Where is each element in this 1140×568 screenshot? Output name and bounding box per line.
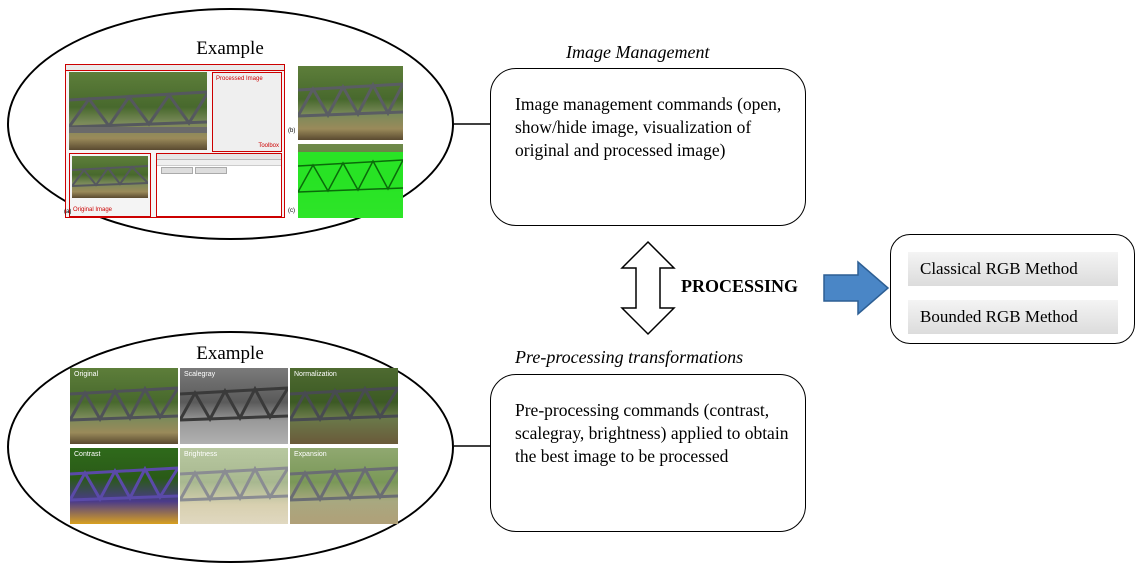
thumbnail-original-b	[298, 66, 403, 140]
grid-cell-expansion: Expansion	[290, 448, 398, 524]
grid-cell-normalization: Normalization	[290, 368, 398, 444]
image-management-title: Image Management	[566, 42, 710, 62]
top-example-label: Example	[196, 38, 264, 59]
thumbnail-highlighted-c	[298, 144, 403, 218]
cell-label-brightness: Brightness	[184, 451, 218, 458]
cell-label-expansion: Expansion	[294, 451, 327, 458]
grid-cell-original: Original	[70, 368, 178, 444]
grid-cell-scalegray: Scalegray	[180, 368, 288, 444]
panel-label-c: (c)	[288, 208, 295, 214]
right-arrow-icon	[823, 260, 890, 316]
image-management-text: Image management commands (open, show/hi…	[515, 94, 782, 160]
processing-label: PROCESSING	[681, 276, 799, 296]
top-example-ellipse	[7, 8, 454, 240]
cell-label-scalegray: Scalegray	[184, 371, 216, 378]
grid-cell-brightness: Brightness	[180, 448, 288, 524]
preprocessing-title: Pre-processing transformations	[515, 347, 744, 367]
preprocessing-text: Pre-processing commands (contrast, scale…	[515, 400, 789, 466]
methods-box: Classical RGB Method Bounded RGB Method	[890, 234, 1135, 344]
bottom-example-label: Example	[196, 343, 264, 364]
cell-label-normalization: Normalization	[294, 371, 337, 378]
double-arrow-icon	[620, 240, 676, 336]
gui-screenshot: Processed Image Toolbox Original Image	[65, 64, 285, 218]
bottom-example-ellipse	[7, 331, 454, 563]
cell-label-original: Original	[74, 371, 99, 378]
panel-label-a: (a)	[64, 209, 72, 215]
image-management-box: Image management commands (open, show/hi…	[490, 68, 806, 226]
bounded-rgb-method-button[interactable]: Bounded RGB Method	[908, 300, 1118, 334]
grid-cell-contrast: Contrast	[70, 448, 178, 524]
preprocessing-box: Pre-processing commands (contrast, scale…	[490, 374, 806, 532]
processed-image-tag: Processed Image	[216, 76, 263, 82]
toolbox-tag: Toolbox	[258, 143, 279, 149]
panel-label-b: (b)	[288, 128, 296, 134]
original-image-tag: Original Image	[73, 207, 113, 213]
cell-label-contrast: Contrast	[74, 451, 101, 458]
classical-rgb-method-button[interactable]: Classical RGB Method	[908, 252, 1118, 286]
